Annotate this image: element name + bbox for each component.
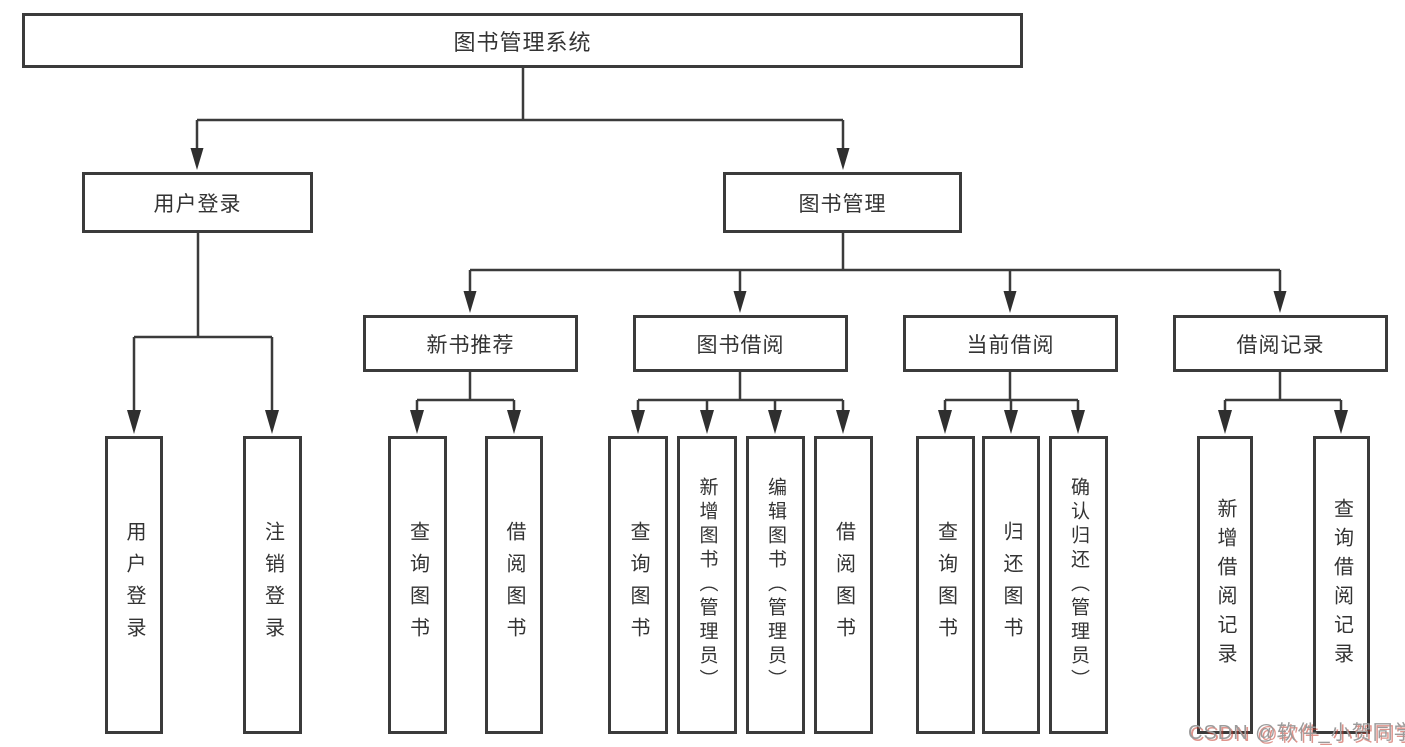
- leaf-bb-borrow-books-label: 借阅图书: [832, 521, 855, 649]
- leaf-br-add-record-label: 新增借阅记录: [1214, 498, 1236, 672]
- leaf-br-query-record-label: 查询借阅记录: [1330, 498, 1353, 672]
- node-current-borrowing: 当前借阅: [903, 315, 1118, 372]
- leaf-bb-edit-books-admin-label: 编辑图书（管理员）: [765, 477, 786, 693]
- leaf-bb-query-books-label: 查询图书: [627, 521, 649, 649]
- node-root-label: 图书管理系统: [453, 29, 592, 55]
- connector-book-borrow-branch: [631, 372, 850, 434]
- leaf-cb-return-books: 归还图书: [982, 436, 1040, 734]
- connector-root-to-level2: [190, 68, 850, 170]
- node-root-library-system: 图书管理系统: [22, 13, 1023, 68]
- leaf-cb-query-books: 查询图书: [916, 436, 975, 734]
- leaf-user-login-label: 用户登录: [123, 521, 145, 649]
- leaf-cb-confirm-return-admin-label: 确认归还（管理员）: [1068, 477, 1089, 693]
- leaf-user-login: 用户登录: [105, 436, 163, 734]
- leaf-bb-borrow-books: 借阅图书: [814, 436, 873, 734]
- node-book-borrowing: 图书借阅: [633, 315, 848, 372]
- connector-new-book-rec-branch: [410, 372, 521, 434]
- connector-borrow-records-branch: [1218, 372, 1348, 434]
- csdn-watermark: CSDN @软件_小贺同学: [1188, 722, 1405, 744]
- leaf-bb-query-books: 查询图书: [608, 436, 668, 734]
- node-new-book-recommend-label: 新书推荐: [426, 333, 515, 357]
- node-user-login-label: 用户登录: [153, 192, 242, 216]
- leaf-br-query-record: 查询借阅记录: [1313, 436, 1370, 734]
- leaf-rec-borrow-books: 借阅图书: [485, 436, 543, 734]
- leaf-cb-query-books-label: 查询图书: [934, 521, 957, 649]
- leaf-br-add-record: 新增借阅记录: [1197, 436, 1253, 734]
- connector-book-mgmt-to-level3: [463, 233, 1287, 313]
- leaf-bb-add-books-admin: 新增图书（管理员）: [677, 436, 737, 734]
- node-book-borrowing-label: 图书借阅: [696, 333, 785, 357]
- node-book-management: 图书管理: [723, 172, 962, 233]
- connector-current-borrow-branch: [938, 372, 1085, 434]
- leaf-rec-query-books: 查询图书: [388, 436, 447, 734]
- node-borrowing-records-label: 借阅记录: [1236, 333, 1325, 357]
- leaf-cb-confirm-return-admin: 确认归还（管理员）: [1049, 436, 1108, 734]
- leaf-logout: 注销登录: [243, 436, 302, 734]
- leaf-rec-borrow-books-label: 借阅图书: [503, 521, 525, 649]
- node-current-borrowing-label: 当前借阅: [966, 333, 1055, 357]
- leaf-bb-edit-books-admin: 编辑图书（管理员）: [746, 436, 805, 734]
- leaf-cb-return-books-label: 归还图书: [1000, 521, 1022, 649]
- node-user-login: 用户登录: [82, 172, 313, 233]
- leaf-logout-label: 注销登录: [261, 521, 284, 649]
- leaf-rec-query-books-label: 查询图书: [406, 521, 429, 649]
- connector-user-login-branch: [127, 233, 279, 434]
- node-new-book-recommend: 新书推荐: [363, 315, 578, 372]
- node-book-management-label: 图书管理: [798, 192, 887, 216]
- node-borrowing-records: 借阅记录: [1173, 315, 1388, 372]
- leaf-bb-add-books-admin-label: 新增图书（管理员）: [696, 477, 718, 693]
